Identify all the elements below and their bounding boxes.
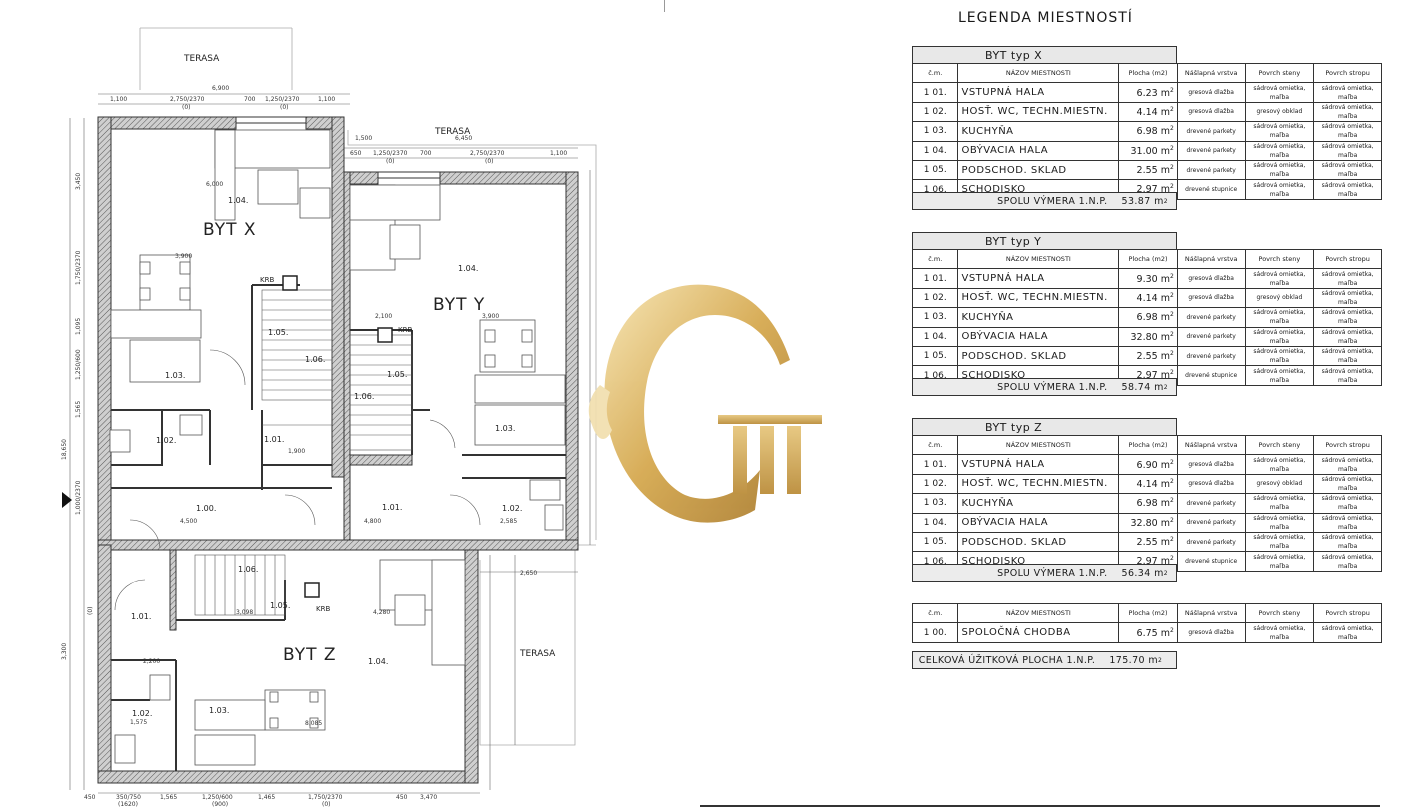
room-label: 1.04. [458, 264, 478, 273]
room-label: 1.06. [238, 565, 258, 574]
dimension-label: 4,500 [180, 518, 197, 525]
dimension-label: 6,900 [212, 85, 229, 92]
room-label: 1.01. [264, 435, 284, 444]
dimension-label: 650 [350, 150, 362, 157]
dimension-label: 2,750/2370 [170, 96, 205, 103]
dimension-label: 2,585 [500, 518, 517, 525]
dimension-label: 6,450 [455, 135, 472, 142]
room-label: 1.00. [196, 504, 216, 513]
dimension-label: 2,650 [520, 570, 537, 577]
entrance-arrow-icon [62, 492, 72, 508]
dimension-label: 1,100 [110, 96, 127, 103]
dimension-label: 1,465 [258, 794, 275, 801]
dimension-label: 3,300 [61, 643, 68, 660]
krb-label: KRB [398, 326, 412, 334]
room-label: 1.01. [131, 612, 151, 621]
dimension-label: (0) [485, 158, 494, 165]
dimension-label: 3,450 [75, 173, 82, 190]
dimension-label: 1,750/2370 [75, 250, 82, 285]
room-label: 1.06. [354, 392, 374, 401]
apartment-label-x: BYT X [203, 220, 257, 240]
dimension-label: 2,750/2370 [470, 150, 505, 157]
fireplaces [282, 275, 393, 598]
dimension-label: 1,100 [550, 150, 567, 157]
dimension-label: 1,000/2370 [75, 480, 82, 515]
terrace-label: TERASA [434, 127, 471, 137]
room-label: 1.03. [209, 706, 229, 715]
room-label: 1.02. [502, 504, 522, 513]
dimension-label: 18,650 [61, 439, 68, 460]
dimension-label: 3,900 [482, 313, 499, 320]
dimension-label: (900) [212, 801, 228, 808]
dimension-label: 2,200 [143, 658, 160, 665]
dimension-label: (0) [322, 801, 331, 808]
dimension-label: (0) [386, 158, 395, 165]
brand-logo-watermark [588, 284, 822, 523]
dimension-label: 1,250/2370 [373, 150, 408, 157]
room-label: 1.02. [132, 709, 152, 718]
exterior-walls [97, 116, 579, 784]
dimension-label: 1,900 [288, 448, 305, 455]
dimension-label: 450 [396, 794, 408, 801]
room-label: 1.05. [270, 601, 290, 610]
dimension-label: 8,085 [305, 720, 322, 727]
dimension-label: 1,575 [130, 719, 147, 726]
dimension-label: 4,280 [373, 609, 390, 616]
door-swings [114, 349, 481, 611]
room-label: 1.04. [368, 657, 388, 666]
dimension-lines [69, 93, 591, 794]
dimension-label: 1,750/2370 [308, 794, 343, 801]
dimension-label: 1,250/600 [202, 794, 233, 801]
staircases [194, 289, 413, 616]
room-label: 1.03. [495, 424, 515, 433]
dimension-label: 6,000 [206, 181, 223, 188]
dimension-label: 450 [84, 794, 96, 801]
dimension-label: 4,800 [364, 518, 381, 525]
dimension-label: 1,095 [75, 318, 82, 335]
terrace-label: TERASA [519, 649, 556, 659]
terrace-label: TERASA [183, 54, 220, 64]
room-label: 1.01. [382, 503, 402, 512]
dimension-label: 700 [420, 150, 432, 157]
dimension-label: 350/750 [116, 794, 141, 801]
dimension-label: (0) [182, 104, 191, 111]
room-label: 1.05. [387, 370, 407, 379]
dimension-label: (1620) [118, 801, 138, 808]
furniture [109, 129, 566, 766]
dimension-label: (0) [87, 607, 94, 616]
dimension-label: 2,100 [375, 313, 392, 320]
dimension-label: 3,470 [420, 794, 437, 801]
dimension-label: 1,250/600 [75, 349, 82, 380]
apartment-label-y: BYT Y [433, 295, 485, 315]
dimension-label: 3,900 [175, 253, 192, 260]
room-label: 1.03. [165, 371, 185, 380]
dimension-label: 700 [244, 96, 256, 103]
apartment-label-z: BYT Z [283, 645, 337, 665]
room-label: 1.05. [268, 328, 288, 337]
dimension-label: 1,250/2370 [265, 96, 300, 103]
dimension-label: (0) [280, 104, 289, 111]
dimension-label: 1,565 [160, 794, 177, 801]
room-label: 1.04. [228, 196, 248, 205]
dimension-label: 1,100 [318, 96, 335, 103]
room-label: 1.02. [156, 436, 176, 445]
krb-label: KRB [260, 276, 274, 284]
dimension-label: 1,565 [75, 401, 82, 418]
room-label: 1.06. [305, 355, 325, 364]
dimension-label: 1,500 [355, 135, 372, 142]
dimension-label: 3,098 [236, 609, 253, 616]
krb-label: KRB [316, 605, 330, 613]
